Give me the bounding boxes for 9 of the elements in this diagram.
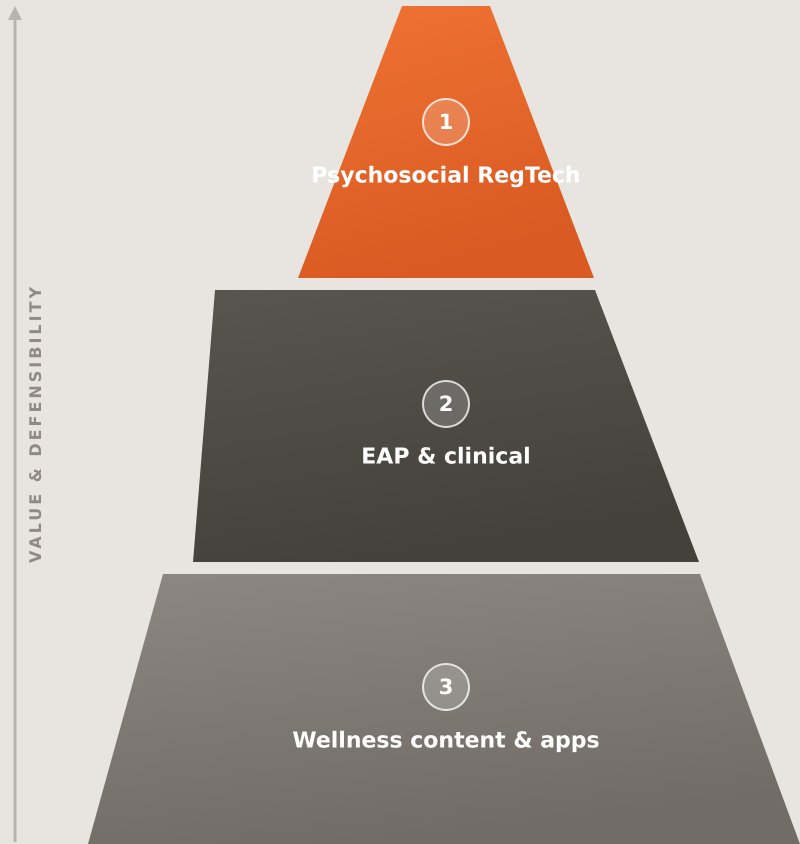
step-number: 3: [422, 663, 470, 711]
pyramid-tier: [88, 574, 800, 844]
step-number: 2: [422, 380, 470, 428]
pyramid-tier: [298, 6, 594, 278]
axis-label: VALUE & DEFENSIBILITY: [26, 282, 45, 565]
tier-label: Wellness content & apps: [292, 728, 600, 754]
tier-label: EAP & clinical: [361, 444, 531, 470]
step-number: 1: [422, 98, 470, 146]
pyramid-tier: [193, 290, 699, 562]
